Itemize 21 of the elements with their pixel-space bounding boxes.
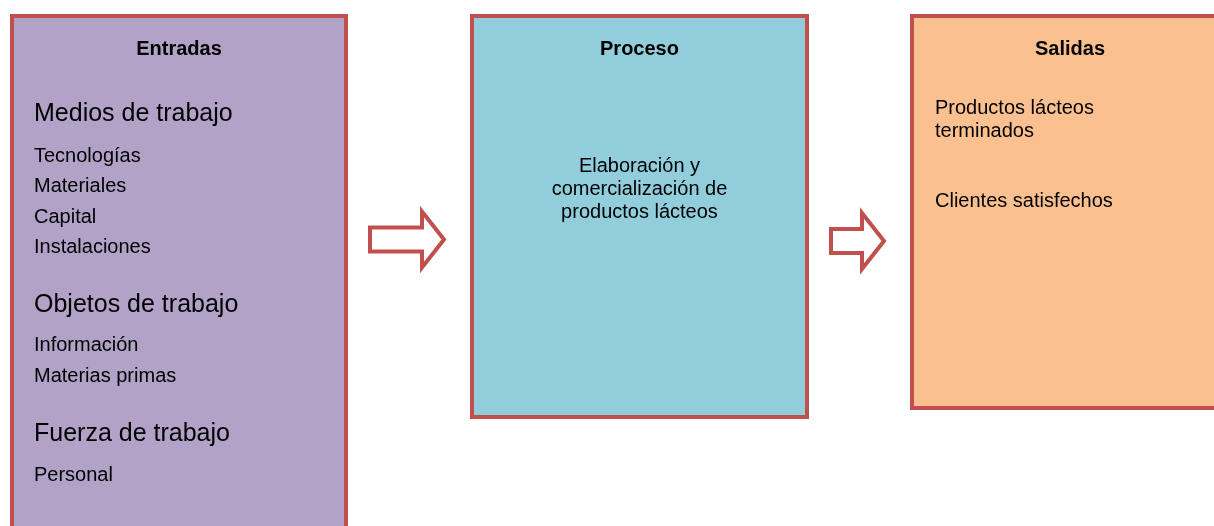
box-heading: Entradas — [135, 37, 223, 60]
box-heading: Salidas — [1033, 37, 1106, 60]
box-text: Clientes satisfechos — [935, 189, 1114, 212]
box-text: Medios de trabajo — [34, 98, 233, 127]
box-text: Capital — [34, 205, 97, 228]
box-text: Tecnologías — [34, 144, 141, 167]
block-arrow — [368, 205, 447, 274]
block-arrow — [829, 207, 887, 275]
process-box — [910, 14, 1214, 410]
process-box — [10, 14, 348, 526]
box-heading: Proceso — [599, 37, 680, 60]
process-box — [470, 14, 809, 419]
box-text: Instalaciones — [34, 235, 151, 258]
box-text: Personal — [34, 463, 113, 486]
box-text: Información — [34, 333, 139, 356]
box-text: Elaboración y comercialización de productos lácteos — [550, 154, 729, 223]
box-text: Fuerza de trabajo — [34, 418, 230, 447]
box-text: Materias primas — [34, 364, 177, 387]
box-text: Materiales — [34, 174, 127, 197]
box-text: Productos lácteos terminados — [935, 96, 1095, 142]
box-text: Objetos de trabajo — [34, 289, 239, 318]
